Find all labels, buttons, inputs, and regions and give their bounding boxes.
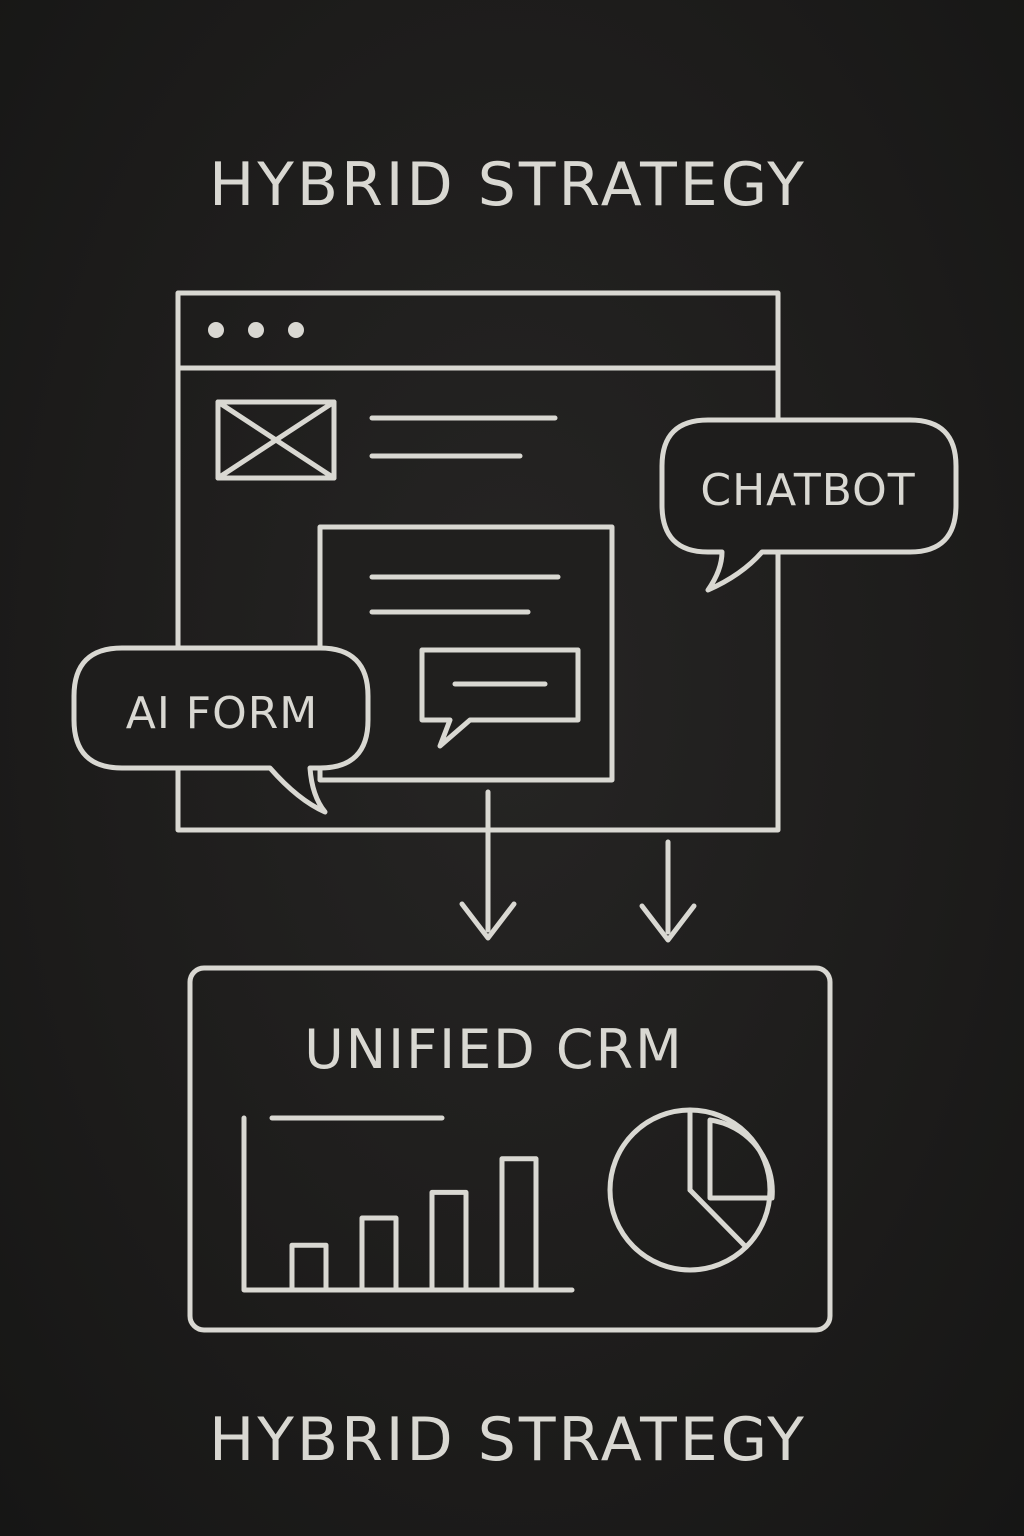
crm-label: UNIFIED CRM xyxy=(304,1018,684,1081)
browser-frame xyxy=(175,290,781,833)
chatbot-bubble: CHATBOT xyxy=(659,417,959,593)
bar-chart-icon xyxy=(241,1115,575,1293)
image-placeholder-icon xyxy=(215,399,337,481)
chatbot-label: CHATBOT xyxy=(700,465,915,516)
window-dot-icon xyxy=(288,322,304,338)
title-top: HYBRID STRATEGY xyxy=(209,150,807,220)
window-dot-icon xyxy=(208,322,224,338)
arrow-down-icon xyxy=(459,789,517,941)
form-panel xyxy=(317,524,615,783)
browser-window xyxy=(175,290,781,833)
bar-2 xyxy=(359,1215,399,1293)
bar-3 xyxy=(429,1189,469,1293)
pie-chart-icon xyxy=(607,1107,775,1273)
crm-box: UNIFIED CRM xyxy=(187,965,833,1333)
message-bubble-icon xyxy=(419,647,581,749)
pie-slice xyxy=(707,1117,775,1201)
ai-form-label: AI FORM xyxy=(126,688,319,739)
bar-1 xyxy=(289,1242,329,1293)
window-dot-icon xyxy=(248,322,264,338)
arrow-down-icon xyxy=(639,839,697,943)
bar-4 xyxy=(499,1156,539,1293)
title-bottom: HYBRID STRATEGY xyxy=(209,1405,807,1475)
ai-form-bubble: AI FORM xyxy=(71,645,371,815)
